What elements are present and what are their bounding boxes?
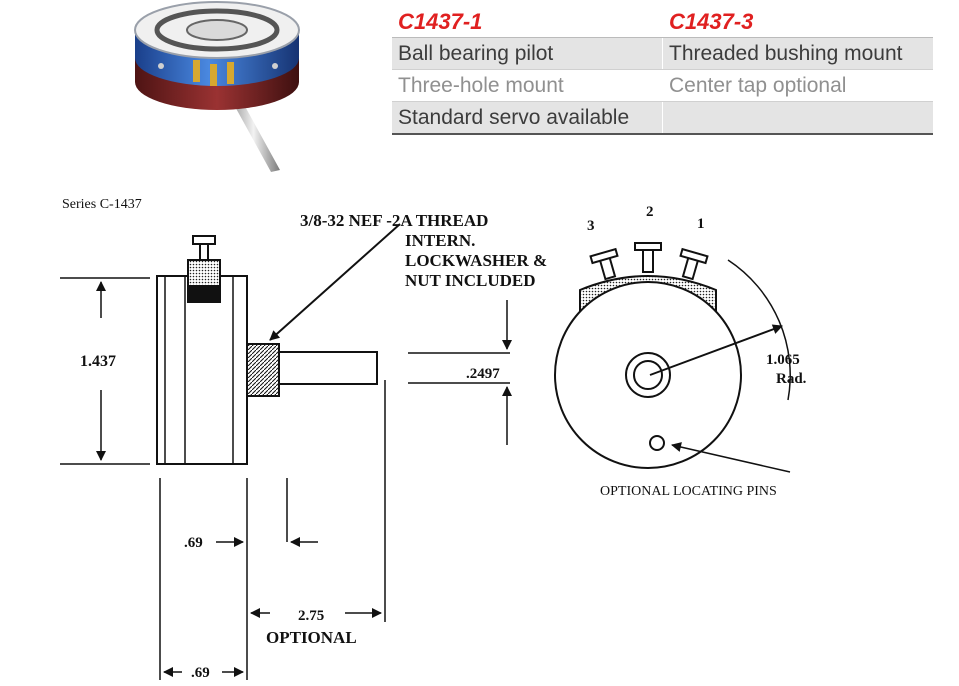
shaft-dim-label: .2497 bbox=[466, 366, 500, 382]
terminal-2 bbox=[634, 242, 662, 273]
thread-note-line-3: LOCKWASHER & bbox=[405, 251, 547, 270]
depth-dimensions bbox=[159, 380, 386, 680]
radius-unit-label: Rad. bbox=[776, 371, 807, 387]
radius-dim-label: 1.065 bbox=[766, 352, 800, 368]
wiper-terminal-housing bbox=[187, 259, 221, 287]
table-cell: Center tap optional bbox=[662, 69, 933, 102]
table-cell: Standard servo available bbox=[392, 101, 663, 135]
terminal-3 bbox=[589, 247, 619, 281]
shaft-dimension bbox=[408, 300, 512, 445]
table-cell bbox=[662, 101, 933, 135]
table-cell: Three-hole mount bbox=[392, 69, 663, 102]
optional-label: OPTIONAL bbox=[266, 628, 357, 647]
height-dim-label: 1.437 bbox=[80, 353, 116, 370]
shaft bbox=[278, 351, 378, 385]
model-header-c1437-3: C1437-3 bbox=[662, 6, 933, 38]
terminal-1 bbox=[679, 247, 709, 281]
optional-length-dim: 2.75 bbox=[298, 608, 324, 624]
series-label: Series C-1437 bbox=[62, 197, 142, 212]
spec-table: C1437-1 C1437-3 Ball bearing pilot Threa… bbox=[392, 6, 933, 135]
dimension-drawing: Series C-1437 1.437 3/8-32 NEF -2A THREA… bbox=[60, 197, 807, 681]
terminal-label-1: 1 bbox=[697, 216, 705, 232]
locating-pin-hole bbox=[649, 435, 665, 451]
table-cell: Ball bearing pilot bbox=[392, 37, 663, 70]
front-view bbox=[554, 242, 791, 473]
side-view bbox=[156, 235, 378, 465]
table-row: Standard servo available bbox=[392, 101, 933, 135]
thread-leader-line bbox=[269, 223, 401, 341]
terminal-label-2: 2 bbox=[646, 204, 654, 220]
model-header-c1437-1: C1437-1 bbox=[392, 6, 663, 38]
table-row: Three-hole mount Center tap optional bbox=[392, 69, 933, 102]
locating-pins-label: OPTIONAL LOCATING PINS bbox=[600, 484, 777, 499]
thread-note-line-4: NUT INCLUDED bbox=[405, 271, 536, 290]
terminal-label-3: 3 bbox=[587, 218, 595, 234]
depth-dim-lower: .69 bbox=[191, 665, 210, 681]
depth-dim-upper: .69 bbox=[184, 535, 203, 551]
table-cell: Threaded bushing mount bbox=[662, 37, 933, 70]
thread-note-line-1: 3/8-32 NEF -2A THREAD bbox=[300, 211, 488, 230]
table-row: Ball bearing pilot Threaded bushing moun… bbox=[392, 37, 933, 70]
potentiometer-photo bbox=[134, 1, 300, 172]
threaded-bushing bbox=[246, 343, 280, 397]
spec-table-header-row: C1437-1 C1437-3 bbox=[392, 6, 933, 38]
thread-note-line-2: INTERN. bbox=[405, 231, 475, 250]
height-dimension bbox=[60, 277, 150, 465]
